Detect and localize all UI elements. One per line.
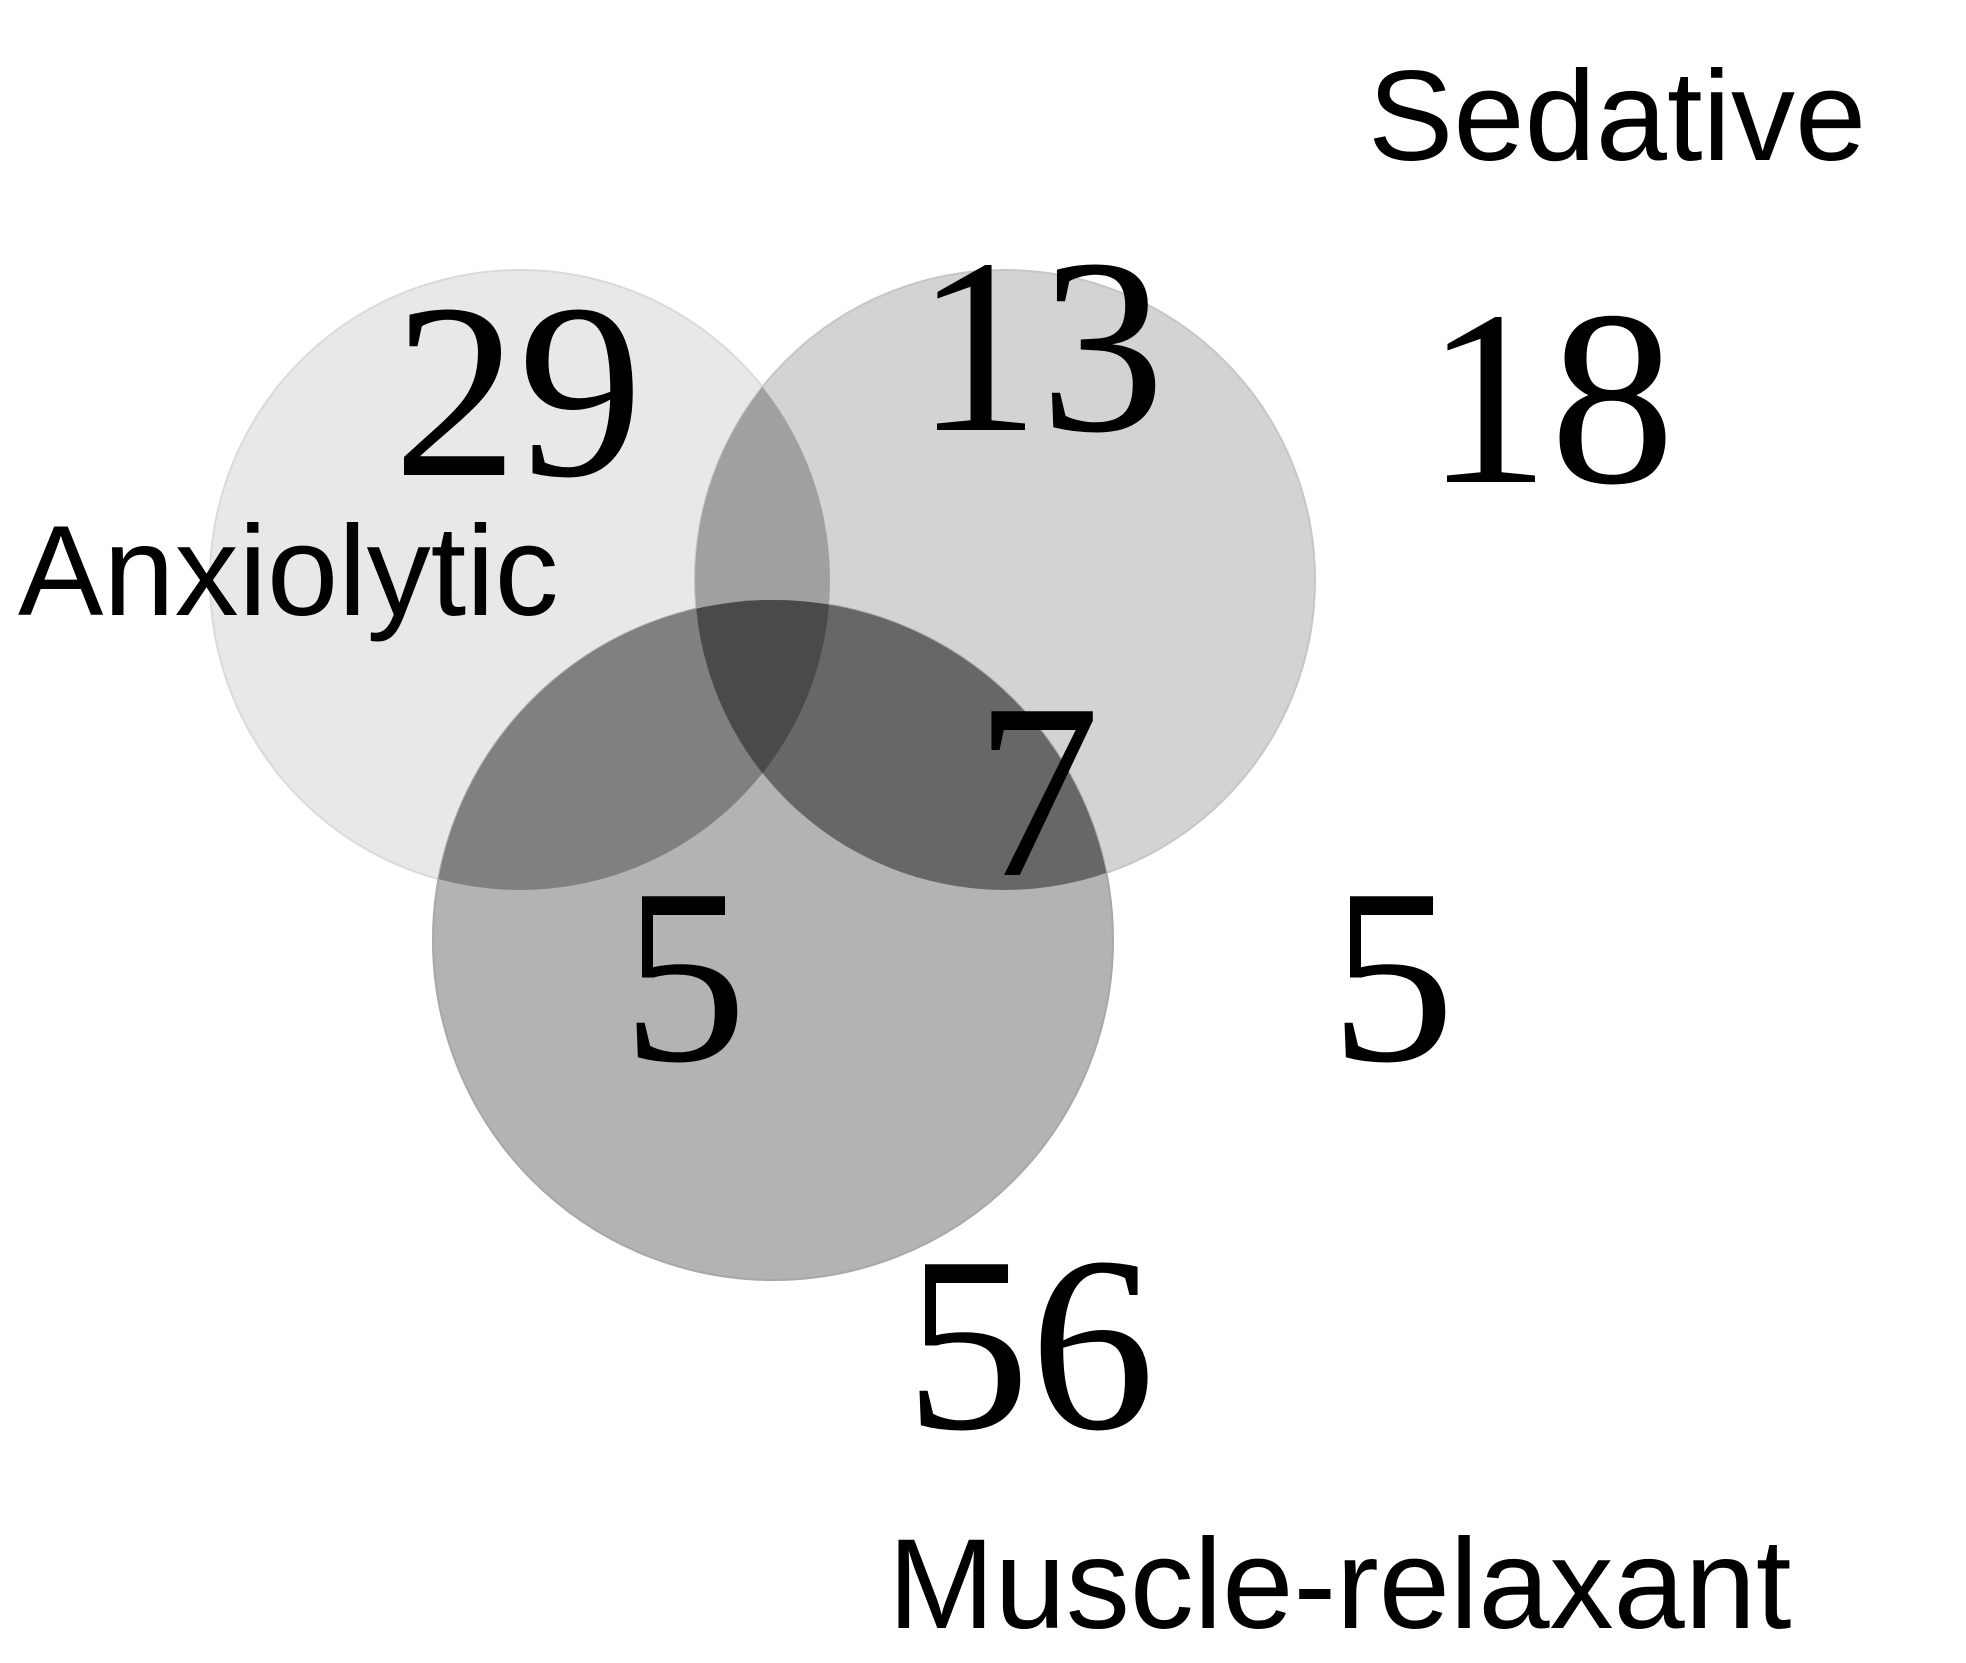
count-muscle-relaxant-only: 56 — [905, 1206, 1155, 1483]
count-sedative-only: 18 — [1425, 260, 1675, 537]
count-all-three: 7 — [975, 653, 1100, 930]
count-anxiolytic-muscle-relaxant: 5 — [622, 838, 747, 1115]
region-anxiolytic-muscle-relaxant — [433, 600, 830, 890]
region-sedative-muscle-relaxant — [695, 600, 1113, 890]
count-anxiolytic-only: 29 — [393, 253, 643, 530]
label-sedative: Sedative — [1368, 45, 1866, 188]
label-muscle-relaxant: Muscle-relaxant — [888, 1513, 1791, 1656]
count-anxiolytic-sedative: 13 — [915, 208, 1165, 485]
label-anxiolytic: Anxiolytic — [18, 500, 559, 643]
count-sedative-muscle-relaxant: 5 — [1330, 838, 1455, 1115]
